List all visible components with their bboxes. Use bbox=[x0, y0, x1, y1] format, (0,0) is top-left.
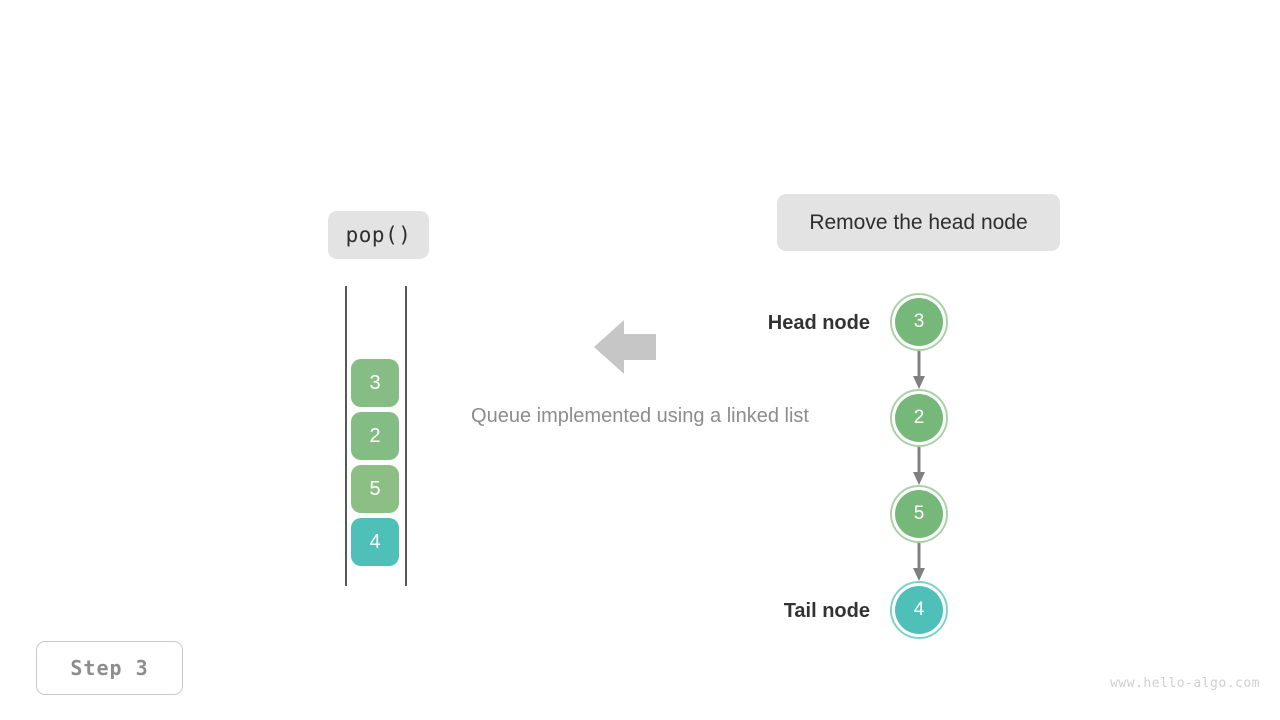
diagram-caption: Queue implemented using a linked list bbox=[471, 405, 809, 427]
flow-arrow-left-icon bbox=[594, 320, 656, 374]
queue-cell: 4 bbox=[351, 518, 399, 566]
tail-node-label: Tail node bbox=[783, 600, 870, 622]
action-label: Remove the head node bbox=[809, 210, 1028, 234]
action-pill: Remove the head node bbox=[777, 194, 1060, 251]
step-label: Step 3 bbox=[70, 656, 149, 680]
head-node-label: Head node bbox=[767, 312, 870, 334]
list-node-value: 3 bbox=[895, 298, 943, 346]
step-badge: Step 3 bbox=[36, 641, 183, 695]
list-node: 2 bbox=[890, 389, 948, 447]
queue-cell: 2 bbox=[351, 412, 399, 460]
operation-label: pop() bbox=[345, 223, 412, 247]
list-node: 4 bbox=[890, 581, 948, 639]
watermark: www.hello-algo.com bbox=[1110, 676, 1260, 691]
list-node-value: 2 bbox=[895, 394, 943, 442]
queue-rail-right bbox=[405, 286, 407, 586]
link-arrow-icon bbox=[913, 543, 925, 581]
queue-cell: 3 bbox=[351, 359, 399, 407]
list-node: 5 bbox=[890, 485, 948, 543]
link-arrow-icon bbox=[913, 351, 925, 389]
queue-container: 3 2 5 4 bbox=[344, 286, 410, 586]
link-arrow-icon bbox=[913, 447, 925, 485]
list-node-value: 5 bbox=[895, 490, 943, 538]
queue-cell-stack: 3 2 5 4 bbox=[351, 354, 399, 566]
list-node-value: 4 bbox=[895, 586, 943, 634]
list-node: 3 bbox=[890, 293, 948, 351]
queue-cell: 5 bbox=[351, 465, 399, 513]
operation-pill: pop() bbox=[328, 211, 429, 259]
queue-rail-left bbox=[345, 286, 347, 586]
